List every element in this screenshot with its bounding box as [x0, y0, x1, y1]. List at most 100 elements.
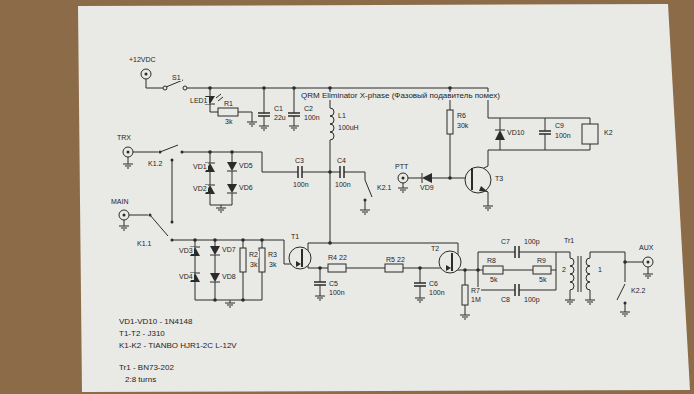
component-label: 100n: [328, 289, 346, 296]
junction-dot: [213, 298, 217, 302]
diode-symbol: [210, 246, 220, 255]
connector-symbol: [119, 210, 129, 220]
component-label: 100n: [428, 289, 446, 296]
component-label: TRX: [116, 134, 132, 141]
junction-dot: [230, 150, 234, 154]
diode-symbol: [227, 184, 237, 193]
component-label: 100p: [523, 238, 541, 245]
component-label: R5: [385, 256, 396, 263]
diode-symbol: [227, 162, 237, 171]
junction-dot: [260, 238, 264, 242]
relay-contact: [171, 239, 174, 242]
junction-dot: [193, 238, 197, 242]
component-label: VD8: [221, 273, 237, 280]
junction-dot: [448, 176, 452, 180]
component-label: VD9: [419, 184, 435, 191]
connector-symbol: [123, 147, 133, 157]
paper-sheet: [78, 4, 690, 392]
component-label: C9: [554, 122, 565, 129]
component-label: R8: [486, 257, 497, 264]
component-label: 100n: [334, 181, 352, 188]
relay-contact: [624, 302, 627, 305]
component-label: L1: [337, 112, 347, 119]
resistor-symbol: [240, 248, 246, 272]
junction-dot: [448, 86, 452, 90]
junction-dot: [241, 238, 245, 242]
component-label: R9: [536, 257, 547, 264]
relay-contact: [159, 151, 162, 154]
transistor-channel: [302, 168, 472, 271]
component-label: VD4: [178, 273, 194, 280]
resistor-symbol: [483, 266, 503, 274]
gate-arrow: [296, 261, 301, 267]
component-label: VD1: [192, 163, 208, 170]
junction-dot: [623, 260, 627, 264]
inductor-symbol: [330, 108, 334, 140]
component-label: VD10: [506, 129, 526, 136]
component-label: 5k: [489, 276, 498, 283]
component-label: LED1: [189, 97, 209, 104]
component-label: 3k: [249, 261, 258, 268]
component-label: 30k: [456, 122, 469, 129]
component-label: 100p: [523, 296, 541, 303]
component-label: C8: [500, 296, 511, 303]
resistor-symbol: [462, 285, 468, 305]
component-label: C7: [500, 238, 511, 245]
resistor-symbol: [533, 266, 551, 274]
diode-symbol: [422, 173, 432, 183]
component-label: K1.2: [147, 160, 163, 167]
component-label: 5k: [538, 276, 547, 283]
relay-contact: [364, 199, 367, 202]
connector-symbol: [141, 69, 151, 79]
component-label: 1M: [470, 296, 482, 303]
component-label: C5: [328, 280, 339, 287]
component-label: T2: [430, 245, 440, 252]
component-label: 100n: [554, 132, 572, 139]
junction-dot: [213, 238, 217, 242]
connector-symbol: [643, 257, 653, 267]
component-label: AUX: [638, 244, 654, 251]
resistor-symbol: [259, 248, 265, 272]
component-label: T3: [494, 175, 504, 182]
transistor-symbol: [289, 247, 311, 269]
note-text: 2:8 turns: [124, 376, 157, 384]
component-label: +12VDC: [128, 56, 157, 63]
component-label: 2: [561, 266, 567, 273]
component-label: 100n: [303, 114, 321, 121]
component-label: R6: [456, 112, 467, 119]
relay-contact: [171, 159, 174, 162]
resistor-symbol: [218, 108, 238, 116]
relay-coil: [582, 124, 598, 144]
component-label: 22u: [273, 114, 287, 121]
diode-symbol: [210, 273, 220, 282]
component-label: VD3: [178, 247, 194, 254]
junction-dot: [328, 86, 332, 90]
gate-arrow: [446, 265, 451, 271]
junction-dot: [418, 266, 422, 270]
component-label: 3k: [268, 261, 277, 268]
component-label: 1: [597, 266, 603, 273]
diagram-title: QRM Eliminator X-phase (Фазовый подавите…: [300, 92, 501, 100]
connector-pin: [123, 214, 126, 217]
component-label: C2: [303, 105, 314, 112]
connector-pin: [145, 73, 148, 76]
component-label: 22: [338, 254, 348, 261]
transistor-symbol: [465, 167, 491, 193]
component-label: K2.2: [630, 287, 646, 294]
note-text: VD1-VD10 - 1N4148: [118, 318, 193, 326]
component-label: 100n: [292, 181, 310, 188]
component-label: R7: [470, 287, 481, 294]
emitter-arrow: [479, 186, 488, 192]
junction-dot: [328, 170, 332, 174]
connector-symbol: [398, 173, 408, 183]
transistor-symbol: [439, 251, 461, 273]
component-label: T1: [290, 233, 300, 240]
junction-dot: [476, 268, 480, 272]
note-text: Tr1 - BN73-202: [118, 364, 175, 372]
relay-contact: [149, 214, 152, 217]
junction-dot: [208, 86, 212, 90]
connector-pin: [402, 177, 405, 180]
component-label: 100uH: [337, 124, 360, 131]
